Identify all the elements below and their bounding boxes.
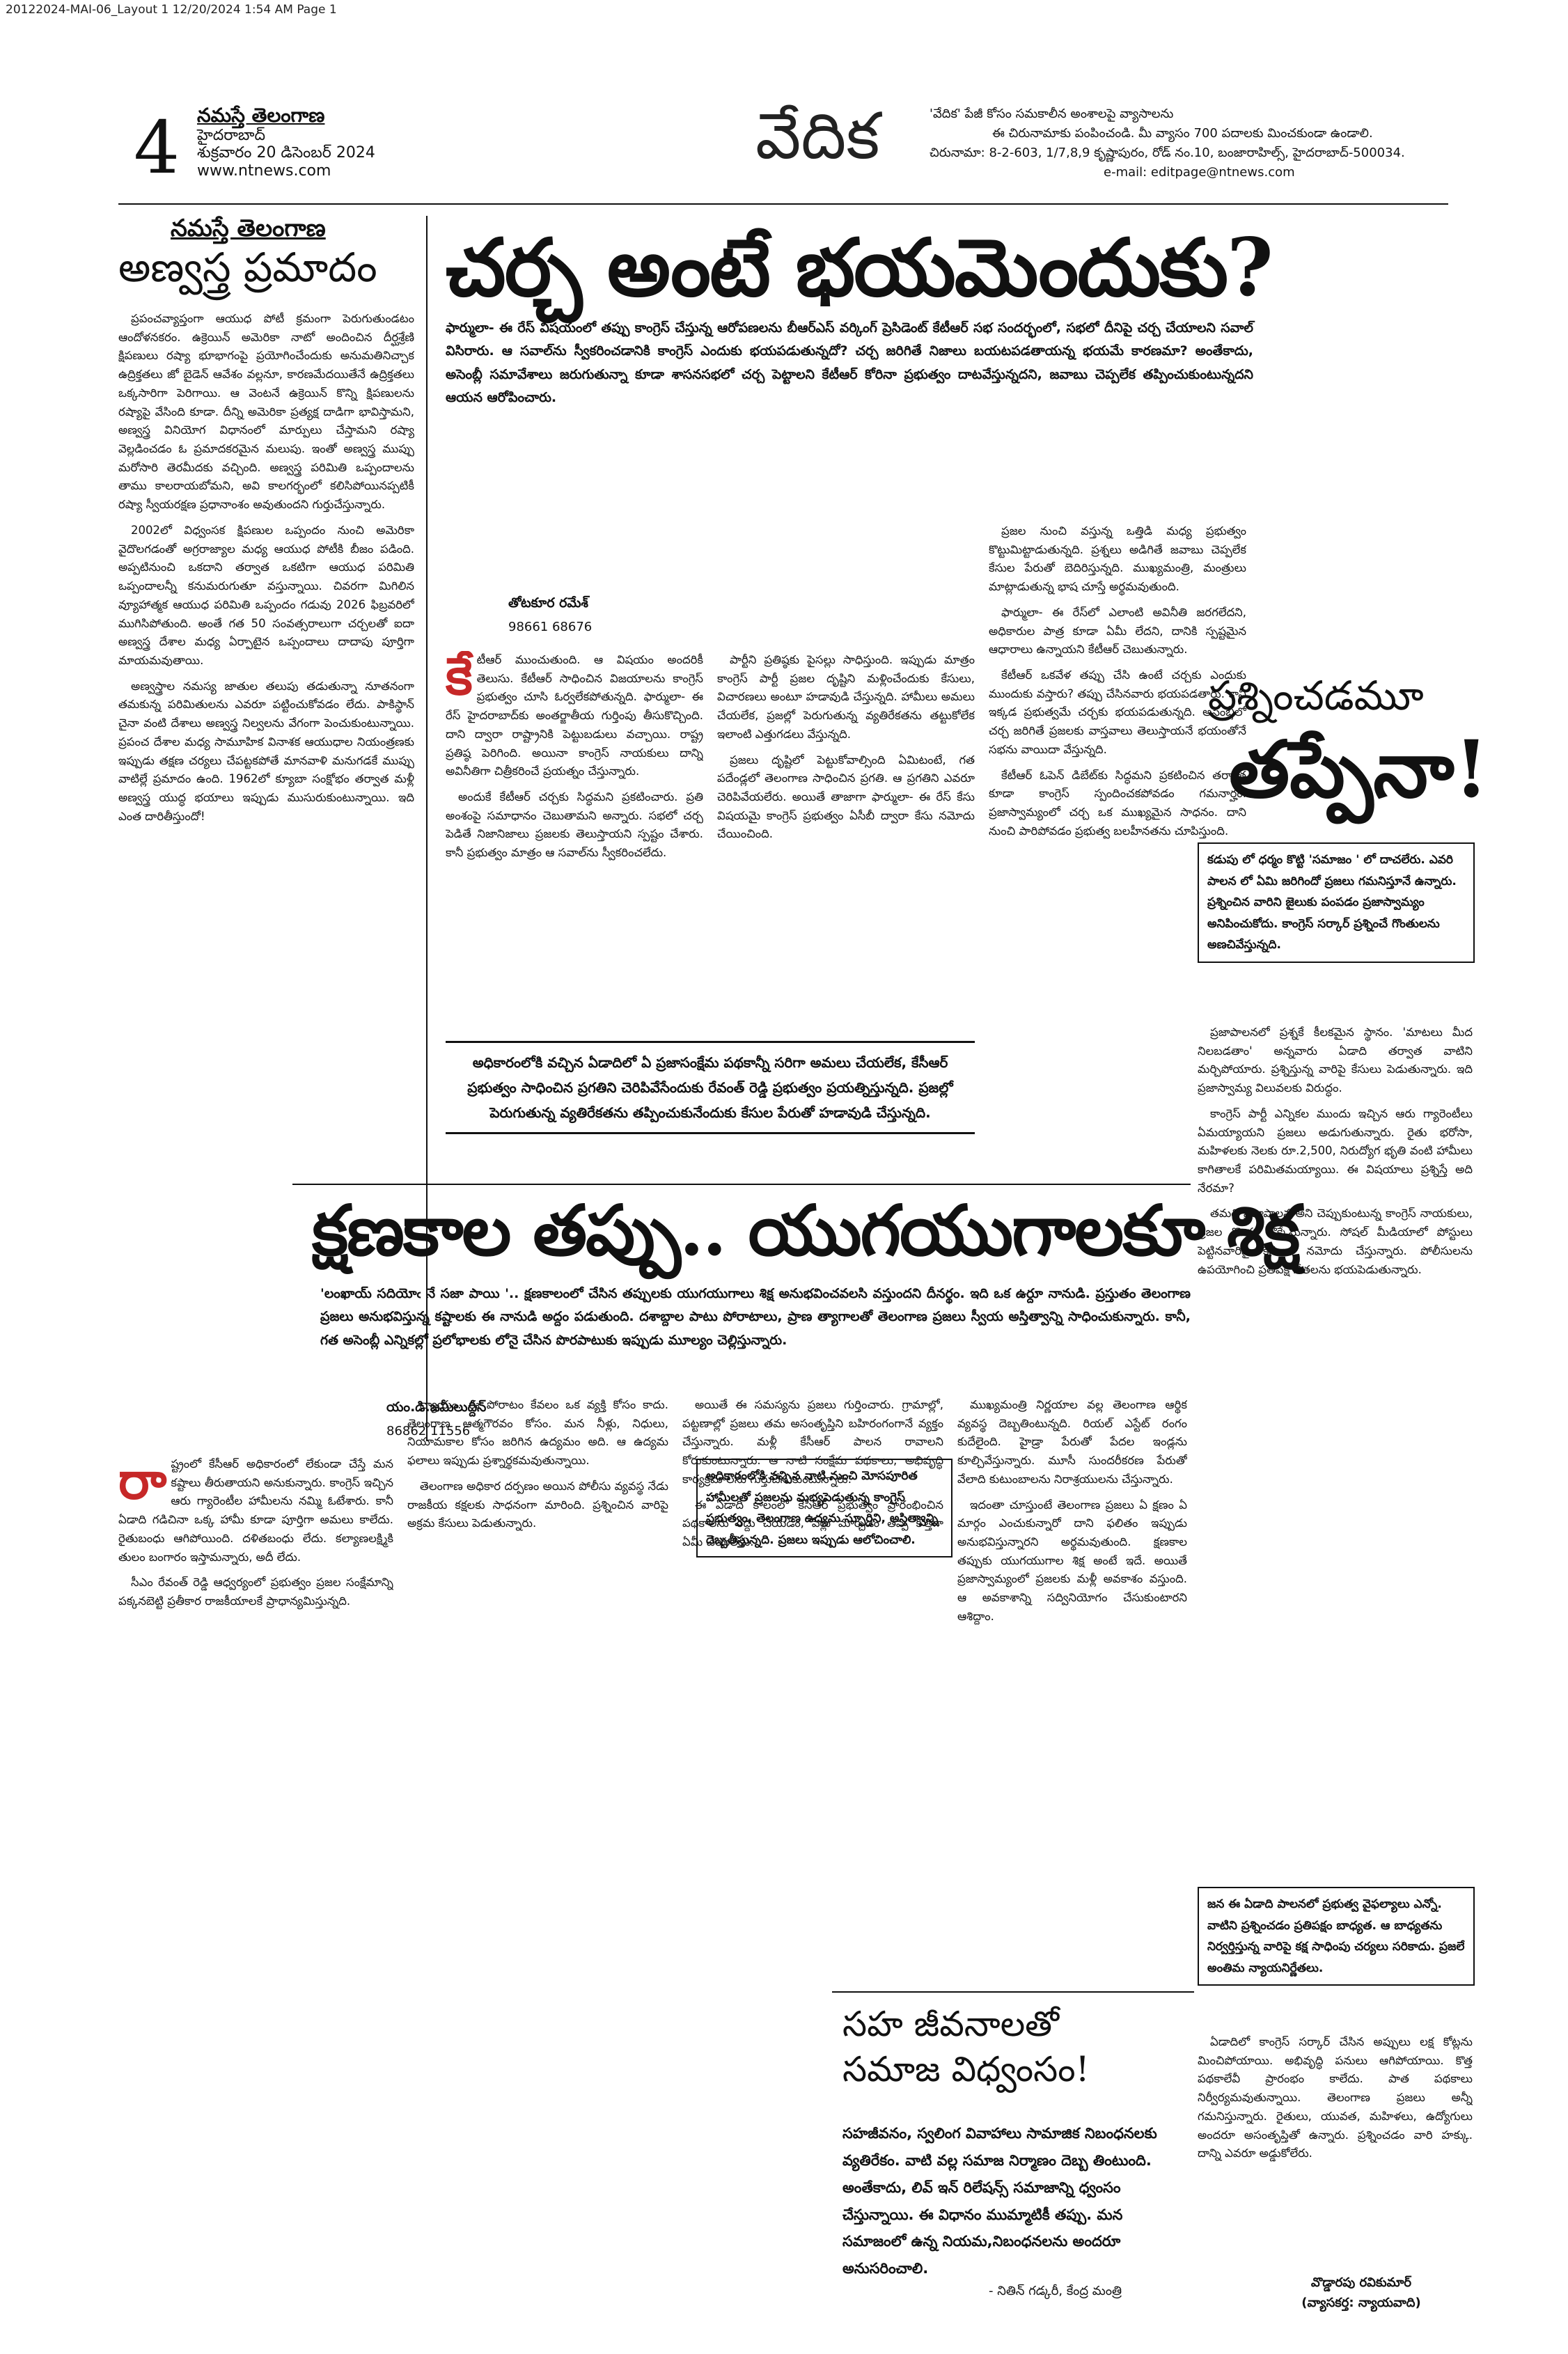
column-divider <box>426 216 428 1441</box>
lead-paragraph: ఫార్ములా- ఈ రేస్‌లో ఎలాంటి అవినీతి జరగలే… <box>989 605 1246 657</box>
second-paragraph: సీఎం రేవంత్ రెడ్డి ఆధ్వర్యంలో ప్రభుత్వం … <box>118 1576 393 1608</box>
masthead-divider <box>118 203 1448 205</box>
second-paragraph: అయితే ఈ సమస్యను ప్రజలు గుర్తించారు. గ్రా… <box>682 1398 943 1486</box>
lead-dropcap: కే <box>446 651 473 707</box>
print-file-info: 20122024-MAI-06_Layout 1 12/20/2024 1:54… <box>6 3 337 17</box>
question-paragraph: ప్రజాపాలనలో ప్రశ్నకే కీలకమైన స్థానం. 'మా… <box>1198 1026 1473 1095</box>
second-author: యం.డి.జమీలుద్దీన్ <box>386 1399 487 1415</box>
lead-headline: చర్చ అంటే భయమెందుకు? <box>446 221 1273 314</box>
second-byline: యం.డి.జమీలుద్దీన్ 86862 11556 <box>386 1399 567 1438</box>
quote-box-title-1: సహ జీవనాలతో <box>842 2004 1059 2044</box>
contact-email-link[interactable]: e-mail: editpage@ntnews.com <box>1104 164 1295 180</box>
lead-byline: తోటకూర రమేశ్ 98661 68676 <box>508 595 689 634</box>
second-paragraph: తెలంగాణ అధికార దర్పణం అయిన పోలీసు వ్యవస్… <box>407 1479 668 1530</box>
question-author-block: వొడ్డారపు రవికుమార్ (వ్యాసకర్త: న్యాయవాద… <box>1253 2273 1469 2314</box>
quote-box-divider <box>832 1991 1194 1993</box>
contact-info: 'వేదిక' పేజీ కోసం సమకాలీన అంశాలపై వ్యాసా… <box>930 104 1405 182</box>
question-body-2: ఏడాదిలో కాంగ్రెస్ సర్కార్ చేసిన అప్పులు … <box>1198 2033 1473 2256</box>
masthead-info: నమస్తే తెలంగాణ హైదరాబాద్ శుక్రవారం 20 డి… <box>197 104 375 180</box>
question-callout-2: జన ఈ ఏడాది పాలనలో ప్రభుత్వ వైఫల్యాలు ఎన్… <box>1198 1887 1475 1986</box>
second-callout: అధికారంలోకి వచ్చిన నాటి నుంచి మోసపూరిత హ… <box>696 1459 952 1558</box>
lead-phone: 98661 68676 <box>508 620 593 634</box>
section-title: వేదిక <box>755 99 880 173</box>
second-headline: క్షణకాల తప్పు.. యుగయుగాలకూ శిక్ష <box>312 1189 1300 1271</box>
editorial-paragraph: ప్రపంచవ్యాప్తంగా ఆయుధ పోటీ క్రమంగా పెరుగ… <box>118 312 414 512</box>
lead-paragraph: కేటీఆర్ ఒకవేళ తప్పు చేసి ఉంటే చర్చకు ఎంద… <box>989 668 1246 756</box>
question-callout: కడుపు లో ధర్మం కొట్టి 'సమాజం ' లో దాచలేర… <box>1198 842 1475 963</box>
second-column-3: అయితే ఈ సమస్యను ప్రజలు గుర్తించారు. గ్రా… <box>682 1396 943 1786</box>
lead-paragraph: టీఆర్ ముంచుతుంది. ఆ విషయం అందరికీ తెలుసు… <box>446 653 703 778</box>
question-body: ప్రజాపాలనలో ప్రశ్నకే కీలకమైన స్థానం. 'మా… <box>1198 1023 1473 1859</box>
contact-line1: 'వేదిక' పేజీ కోసం సమకాలీన అంశాలపై వ్యాసా… <box>930 107 1174 121</box>
lead-paragraph: పార్టీని ప్రతిష్ఠకు పైసల్లు సాధిస్తుంది.… <box>717 653 975 741</box>
lead-column-1: కే టీఆర్ ముంచుతుంది. ఆ విషయం అందరికీ తెల… <box>446 651 703 1027</box>
lead-author: తోటకూర రమేశ్ <box>508 595 588 611</box>
quote-box-body: సహజీవనం, స్వలింగ వివాహాలు సామాజిక నిబంధన… <box>842 2125 1157 2277</box>
question-author-role: (వ్యాసకర్త: న్యాయవాది) <box>1301 2295 1421 2310</box>
editorial-body: ప్రపంచవ్యాప్తంగా ఆయుధ పోటీ క్రమంగా పెరుగ… <box>118 310 414 1445</box>
website-link[interactable]: www.ntnews.com <box>197 162 331 180</box>
contact-line2: ఈ చిరునామాకు పంపించండి. మీ వ్యాసం 700 పద… <box>992 125 1373 141</box>
page-number: 4 <box>134 105 180 190</box>
second-paragraph: ష్ట్రంలో కేసీఆర్ అధికారంలో లేకుండా చేస్త… <box>118 1457 393 1564</box>
question-paragraph: కాంగ్రెస్ పార్టీ ఎన్నికల ముందు ఇచ్చిన ఆర… <box>1198 1106 1473 1195</box>
question-title-2: తప్పేనా! <box>1229 724 1489 815</box>
quote-attribution: - నితిన్ గడ్కరీ, కేంద్ర మంత్రి <box>989 2284 1122 2298</box>
lead-paragraph: అందుకే కేటీఆర్ చర్చకు సిద్ధమని ప్రకటించా… <box>446 790 703 860</box>
lead-pullquote: అధికారంలోకి వచ్చిన ఏడాదిలో ఏ ప్రజాసంక్షే… <box>446 1041 975 1134</box>
second-standfirst: 'లంఖాయ్ సదియోఁ నే సజా పాయి '.. క్షణకాలంల… <box>320 1286 1191 1348</box>
date: శుక్రవారం 20 డిసెంబర్ 2024 <box>197 144 375 162</box>
article-divider <box>292 1184 1191 1185</box>
question-author: వొడ్డారపు రవికుమార్ <box>1310 2275 1412 2290</box>
lead-paragraph: ప్రజలు దృష్టిలో పెట్టుకోవాల్సింది ఏమిటంట… <box>717 753 975 841</box>
paper-name: నమస్తే తెలంగాణ <box>197 104 325 127</box>
second-column-4: ముఖ్యమంత్రి నిర్ణయాల వల్ల తెలంగాణ ఆర్థిక… <box>957 1396 1187 1981</box>
lead-column-2: పార్టీని ప్రతిష్ఠకు పైసల్లు సాధిస్తుంది.… <box>717 651 975 1027</box>
second-paragraph: ఈ ఏడాది కాలంలో కేసీఆర్ ప్రభుత్వం ప్రారంభ… <box>682 1498 943 1549</box>
second-paragraph: న్యాయం. ఈ పోరాటం కేవలం ఒక వ్యక్తి కోసం క… <box>407 1398 668 1468</box>
editorial-label: నమస్తే తెలంగాణ <box>171 214 326 242</box>
editorial-title: అణ్వస్త్ర ప్రమాదం <box>118 244 377 291</box>
question-paragraph: తమది ప్రజాపాలన అని చెప్పుకుంటున్న కాంగ్ర… <box>1198 1207 1473 1276</box>
lead-standfirst: ఫార్ములా- ఈ రేస్ విషయంలో తప్పు కాంగ్రెస్… <box>446 320 1253 405</box>
second-dropcap: రా <box>118 1455 167 1511</box>
second-paragraph: ఇదంతా చూస్తుంటే తెలంగాణ ప్రజలు ఏ క్షణం ఏ… <box>957 1498 1187 1623</box>
lead-paragraph: ప్రజల నుంచి వస్తున్న ఒత్తిడి మధ్య ప్రభుత… <box>989 524 1246 594</box>
city: హైదరాబాద్ <box>197 127 265 145</box>
second-paragraph: ముఖ్యమంత్రి నిర్ణయాల వల్ల తెలంగాణ ఆర్థిక… <box>957 1398 1187 1486</box>
editorial-paragraph: అణ్వస్త్రాల నమస్య జాతుల తలుపు తడుతున్నా … <box>118 679 414 823</box>
question-title-1: ప్రశ్నించడమూ <box>1208 672 1424 719</box>
quote-box-title: సహ జీవనాలతో సమాజ విధ్వంసం! <box>842 2002 1090 2092</box>
second-phone: 86862 11556 <box>386 1424 471 1438</box>
contact-line3: చిరునామా: 8-2-603, 1/7,8,9 కృష్ణాపురం, ర… <box>930 145 1405 160</box>
lead-column-3: ప్రజల నుంచి వస్తున్న ఒత్తిడి మధ్య ప్రభుత… <box>989 522 1246 1525</box>
lead-paragraph: కేటీఆర్ ఓపెన్ డిబేట్‌కు సిద్ధమని ప్రకటిం… <box>989 768 1246 838</box>
editorial-paragraph: 2002లో విధ్వంసక క్షిపణుల ఒప్పందం నుంచి అ… <box>118 523 414 667</box>
second-column-1: రా ష్ట్రంలో కేసీఆర్ అధికారంలో లేకుండా చే… <box>118 1455 393 2291</box>
second-column-2: న్యాయం. ఈ పోరాటం కేవలం ఒక వ్యక్తి కోసం క… <box>407 1396 668 1786</box>
quote-box-title-2: సమాజ విధ్వంసం! <box>842 2049 1090 2089</box>
question-paragraph: ఏడాదిలో కాంగ్రెస్ సర్కార్ చేసిన అప్పులు … <box>1198 2035 1473 2160</box>
